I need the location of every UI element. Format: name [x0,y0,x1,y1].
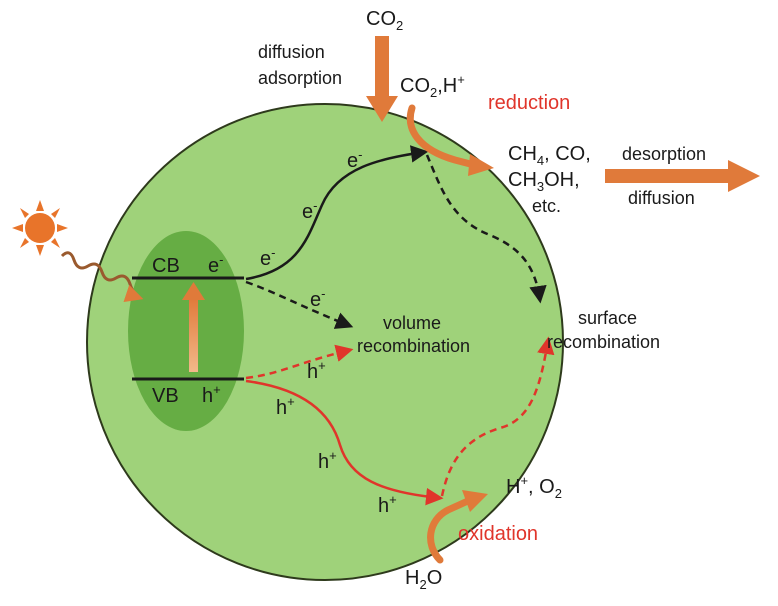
semiconductor-particle [86,103,564,581]
electron-label-2: e- [302,198,317,223]
desorption-arrow-head [728,160,760,192]
vb-hole-label: h+ [202,382,221,407]
co2-inlet-arrow-shaft [375,36,389,98]
desorption-arrow-shaft [605,169,731,183]
excitation-arrow-shaft [189,298,198,372]
oxidation-products-label: H+, O2 [506,473,562,501]
band-structure-region [128,231,244,431]
oxidation-label: oxidation [458,523,538,545]
reduction-label: reduction [488,92,570,114]
diffusion-out-label: diffusion [628,188,695,208]
cb-electron-label: e- [208,252,223,277]
hole-label-2: h+ [276,394,295,419]
electron-surface-recombination-path [425,154,547,304]
cb-label: CB [152,255,180,277]
vb-label: VB [152,385,179,407]
volume-recombination-label-2: recombination [357,336,470,356]
desorption-label: desorption [622,144,706,164]
hole-label-1: h+ [307,358,326,383]
hole-label-3: h+ [318,448,337,473]
electron-label-3: e- [347,147,362,172]
reduction-arrow-head [468,154,494,176]
electron-label-4: e- [310,286,325,311]
products-line-3: etc. [532,196,561,216]
volume-recombination-label-1: volume [383,313,441,333]
oxidation-arrow-head [462,490,488,512]
products-line-2: CH3OH, [508,169,580,194]
excitation-arrow-head [182,282,205,300]
diffusion-adsorption-label-1: diffusion [258,42,325,62]
reactants-label: CO2,H+ [400,72,465,100]
surface-recombination-label-1: surface [578,308,637,328]
sun-icon [12,200,68,256]
light-wave-icon [60,251,144,302]
co2-inlet-label: CO2 [366,8,403,33]
surface-recombination-label-2: recombination [547,332,660,352]
water-label: H2O [405,567,442,592]
products-line-1: CH4, CO, [508,143,591,168]
hole-surface-recombination-path [440,336,555,497]
hole-label-4: h+ [378,492,397,517]
reduction-arrow [406,104,482,170]
hole-transfer-path [245,379,444,506]
co2-inlet-arrow-head [366,96,398,122]
electron-volume-recombination-path [245,280,354,329]
electron-transfer-path [245,145,429,281]
electron-label-1: e- [260,245,275,270]
oxidation-arrow [427,496,474,564]
diffusion-adsorption-label-2: adsorption [258,68,342,88]
